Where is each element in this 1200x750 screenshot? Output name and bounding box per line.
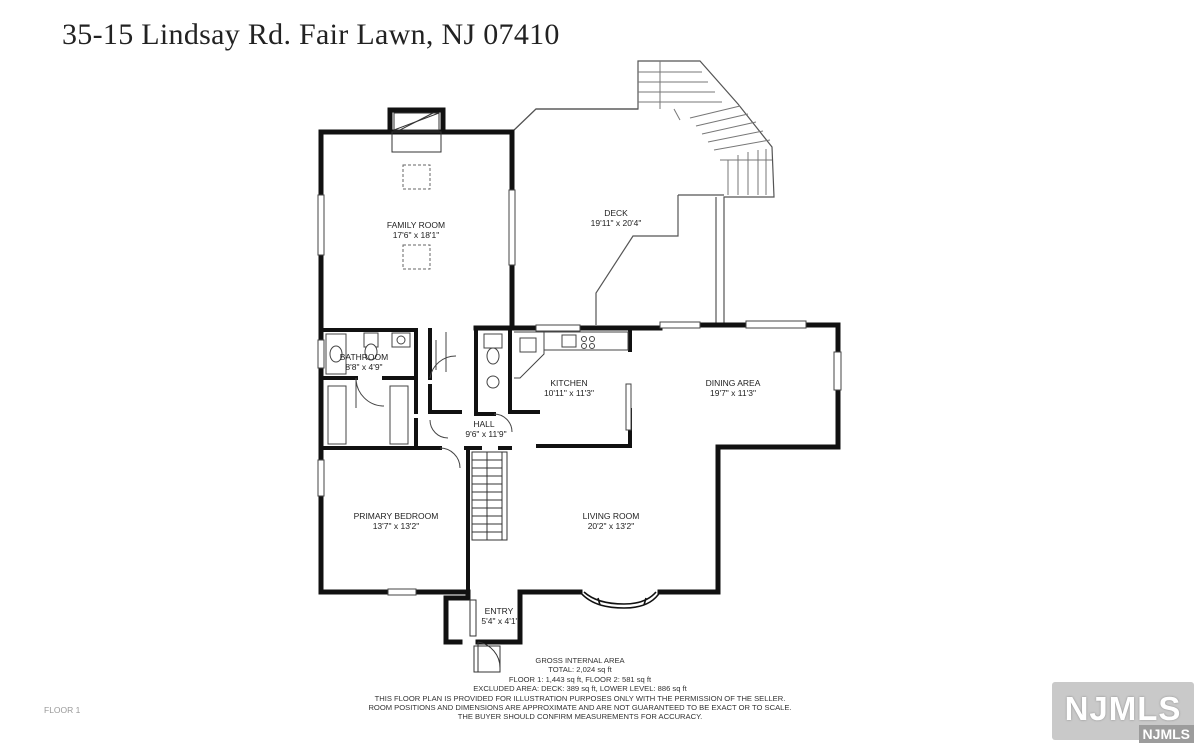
area-note-line: FLOOR 1: 1,443 sq ft, FLOOR 2: 581 sq ft: [508, 674, 652, 684]
room-dimensions: 10'11" x 11'3": [544, 388, 594, 398]
room-name: PRIMARY BEDROOM: [354, 511, 439, 521]
area-notes: GROSS INTERNAL AREA TOTAL: 2,024 sq ft F…: [360, 656, 800, 722]
room-family-room: FAMILY ROOM 17'6" x 18'1": [387, 220, 445, 240]
room-dimensions: 19'7" x 11'3": [710, 388, 756, 398]
room-name: LIVING ROOM: [583, 511, 640, 521]
kitchen-counters: [514, 331, 632, 431]
skylights: [402, 164, 431, 270]
interior-walls: [319, 326, 632, 594]
bathroom-fixtures: [325, 332, 503, 389]
area-note-line: GROSS INTERNAL AREA: [535, 656, 625, 665]
room-dimensions: 9'6" x 11'9": [465, 429, 506, 439]
room-entry: ENTRY 5'4" x 4'1": [481, 606, 518, 626]
windows: [317, 189, 842, 596]
main-stairs: [471, 451, 508, 541]
area-note-line: EXCLUDED AREA: DECK: 389 sq ft, LOWER LE…: [473, 684, 687, 694]
room-dimensions: 17'6" x 18'1": [393, 230, 440, 240]
entry-door: [469, 599, 501, 673]
bay-window: [579, 591, 661, 609]
room-living-room: LIVING ROOM 20'2" x 13'2": [583, 511, 640, 531]
address-title: 35-15 Lindsay Rd. Fair Lawn, NJ 07410: [62, 18, 560, 51]
room-name: DECK: [604, 208, 628, 218]
logo-text: NJMLS: [1064, 690, 1182, 727]
area-note-line: TOTAL: 2,024 sq ft: [548, 665, 612, 675]
floor-label: FLOOR 1: [44, 705, 81, 715]
closets: [327, 332, 513, 469]
room-kitchen: KITCHEN 10'11" x 11'3": [544, 378, 594, 398]
fireplace: [391, 112, 442, 153]
room-dimensions: 20'2" x 13'2": [588, 521, 635, 531]
area-note-line: ROOM POSITIONS AND DIMENSIONS ARE APPROX…: [368, 703, 792, 713]
room-dimensions: 13'7" x 13'2": [373, 521, 420, 531]
deck-stairs: [638, 61, 772, 195]
room-name: KITCHEN: [550, 378, 587, 388]
room-name: DINING AREA: [706, 378, 761, 388]
room-bathroom: BATHROOM 8'8" x 4'9": [340, 352, 388, 372]
room-dimensions: 8'8" x 4'9": [345, 362, 382, 372]
room-dining-area: DINING AREA 19'7" x 11'3": [706, 378, 761, 398]
njmls-logo: NJMLS NJMLS: [1052, 682, 1194, 744]
room-deck: DECK 19'11" x 20'4": [591, 208, 642, 228]
room-name: FAMILY ROOM: [387, 220, 445, 230]
room-name: BATHROOM: [340, 352, 388, 362]
room-dimensions: 19'11" x 20'4": [591, 218, 642, 228]
room-hall: HALL 9'6" x 11'9": [465, 419, 506, 439]
room-dimensions: 5'4" x 4'1": [481, 616, 518, 626]
room-primary-bedroom: PRIMARY BEDROOM 13'7" x 13'2": [354, 511, 439, 531]
area-note-line: THIS FLOOR PLAN IS PROVIDED FOR ILLUSTRA…: [374, 693, 786, 703]
deck: [511, 60, 775, 325]
area-note-line: THE BUYER SHOULD CONFIRM MEASUREMENTS FO…: [457, 712, 703, 722]
room-name: HALL: [473, 419, 495, 429]
logo-badge: NJMLS: [1138, 725, 1194, 743]
room-name: ENTRY: [485, 606, 514, 616]
